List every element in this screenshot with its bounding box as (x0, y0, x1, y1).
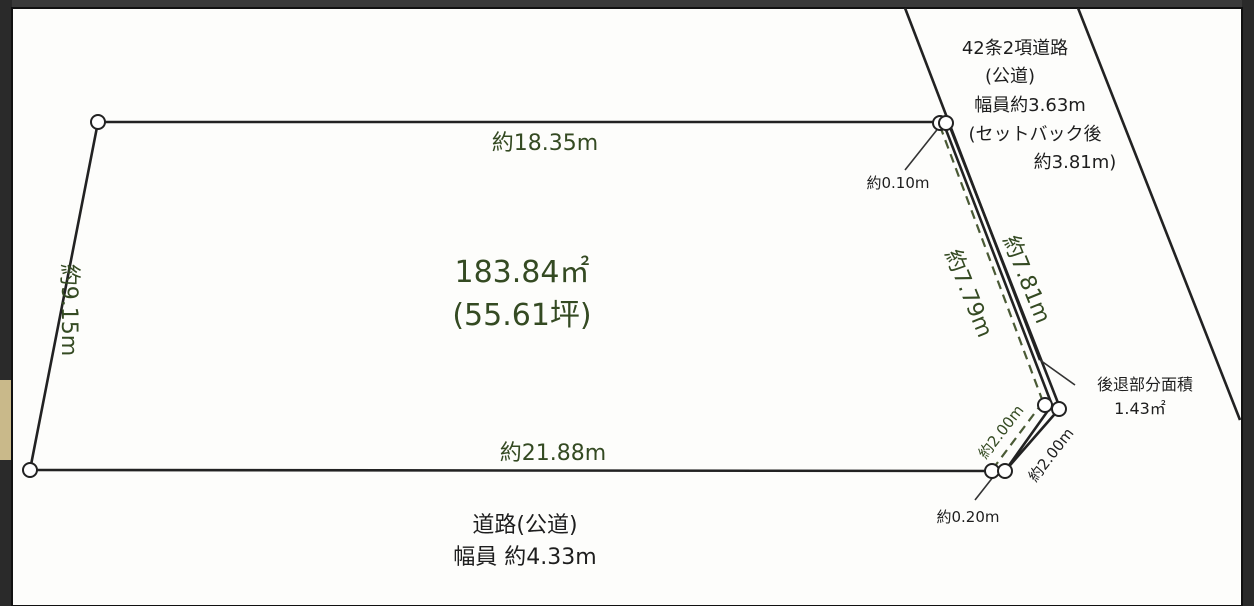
setback-area-value: 1.43㎡ (1114, 399, 1166, 418)
left-border-accent (0, 380, 12, 460)
left-border (0, 0, 12, 606)
dimension-top: 約18.35m (492, 131, 598, 156)
dimension-left: 約9.15m (56, 264, 81, 356)
vertex-corner-inner (1037, 397, 1053, 413)
setback-area-label: 後退部分面積 (1097, 375, 1193, 394)
dimension-bottom: 約21.88m (500, 441, 606, 466)
offset-bottom-label: 約0.20m (936, 508, 999, 526)
side-road-setback-note: (セットバック後 (968, 124, 1101, 145)
plot-boundary (28, 120, 1054, 473)
vertex-bottom-left (22, 462, 38, 478)
side-road-width: 幅員約3.63m (974, 95, 1086, 116)
side-road-setback-width: 約3.81m) (1034, 152, 1117, 173)
corner-cut-edge (1004, 407, 1061, 472)
leader-setback (1039, 359, 1076, 386)
front-road-label: 道路(公道) (472, 513, 577, 538)
plot-area-sqm: 183.84㎡ (455, 255, 590, 290)
side-road-outer-line (1076, 7, 1242, 421)
vertex-bottom-right-inner (984, 463, 1000, 479)
right-border (1242, 0, 1254, 606)
side-road-public: (公道) (985, 66, 1035, 87)
front-road-width: 幅員 約4.33m (453, 545, 596, 570)
plot-area-tsubo: (55.61坪) (452, 298, 591, 333)
side-road-type: 42条2項道路 (962, 38, 1068, 59)
setback-line-right (938, 125, 1045, 403)
vertex-top-right-outer (938, 115, 954, 131)
drawing-frame (11, 7, 1243, 606)
offset-top-label: 約0.10m (866, 174, 929, 192)
vertex-bottom-right-outer (997, 463, 1013, 479)
leader-offset-top (904, 125, 941, 171)
vertex-top-left (90, 114, 106, 130)
vertex-corner-outer (1051, 401, 1067, 417)
top-border (0, 0, 1254, 8)
